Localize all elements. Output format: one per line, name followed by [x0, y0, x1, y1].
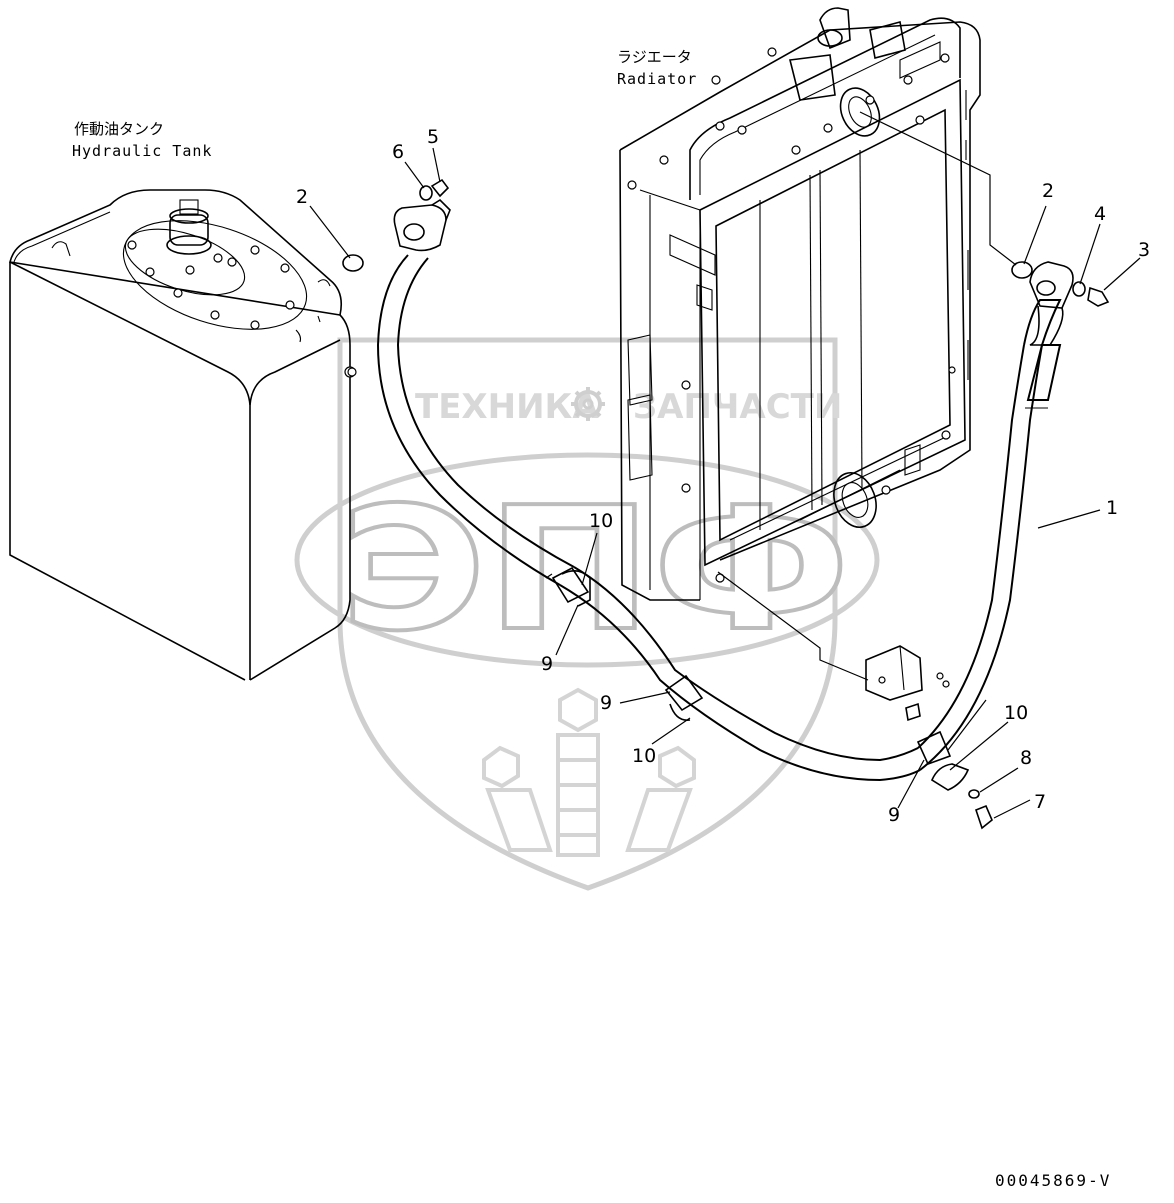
- watermark-wheat: [482, 687, 696, 857]
- callout-10-lower: 10: [1004, 702, 1028, 724]
- right-flange: [1029, 261, 1074, 346]
- gear-icon: [571, 387, 605, 421]
- clamp-middle: [664, 674, 704, 721]
- document-id: 00045869-V: [995, 1171, 1111, 1190]
- callout-2-left: 2: [296, 186, 308, 208]
- callout-9-middle: 9: [600, 692, 612, 714]
- callout-3: 3: [1138, 239, 1150, 261]
- mounting-bracket: [865, 645, 950, 722]
- radiator-label-en: Radiator: [617, 70, 697, 88]
- hose-assembly: [342, 178, 1110, 830]
- radiator-label-jp: ラジエータ: [617, 48, 692, 66]
- callout-9-upper: 9: [541, 653, 553, 675]
- watermark-big-letters: ЭПФ: [340, 471, 850, 669]
- left-flange: [393, 198, 451, 252]
- watermark-right-text: ЗАПЧАСТИ: [633, 387, 842, 427]
- hydraulic-tank-label-jp: 作動油タンク: [74, 120, 164, 138]
- watermark-shield: [337, 337, 838, 891]
- clamp-upper: [545, 566, 591, 607]
- leader-lines: [309, 111, 1141, 819]
- callout-7: 7: [1034, 791, 1046, 813]
- filler-cap-icon: [166, 199, 212, 255]
- callout-10-middle: 10: [632, 745, 656, 767]
- radiator: [347, 7, 981, 601]
- o-ring-left: [342, 254, 364, 272]
- watermark-oval: [294, 452, 880, 668]
- hydraulic-tank: [9, 189, 356, 681]
- callout-5: 5: [427, 126, 439, 148]
- callout-4: 4: [1094, 203, 1106, 225]
- watermark-left-text: ТЕХНИКА: [415, 387, 599, 427]
- hydraulic-tank-label-en: Hydraulic Tank: [72, 142, 212, 160]
- clamp-lower: [916, 730, 970, 791]
- watermark: ТЕХНИКА ЗАПЧАСТИ ЭПФ: [294, 337, 880, 891]
- callout-6: 6: [392, 141, 404, 163]
- o-ring-right: [1011, 261, 1033, 279]
- callout-10-upper: 10: [589, 510, 613, 532]
- callout-8: 8: [1020, 747, 1032, 769]
- callout-9-lower: 9: [888, 804, 900, 826]
- callout-1: 1: [1106, 497, 1118, 519]
- callout-2-right: 2: [1042, 180, 1054, 202]
